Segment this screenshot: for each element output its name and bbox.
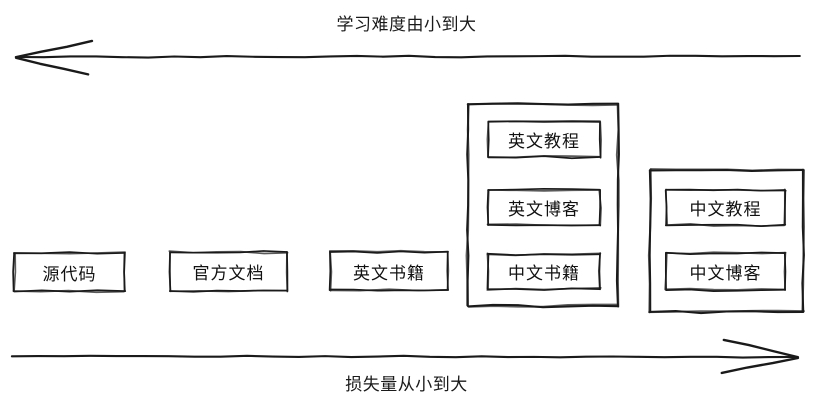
node-official-docs-edge <box>285 251 289 293</box>
node-chinese-books-edge <box>486 252 602 257</box>
node-chinese-books-edge <box>486 287 602 291</box>
node-english-tutorial[interactable] <box>488 122 600 157</box>
node-chinese-books-edge <box>486 252 490 290</box>
group-chinese-group-edge <box>647 168 653 314</box>
node-chinese-blog-edge <box>664 252 668 291</box>
node-english-books-edge <box>330 288 449 292</box>
node-english-books-edge <box>446 251 450 290</box>
group-english-group-edge <box>615 103 620 308</box>
node-official-docs-edge <box>168 251 172 293</box>
node-english-tutorial-edge <box>486 121 490 158</box>
node-chinese-blog[interactable] <box>666 253 785 290</box>
node-english-blog[interactable] <box>488 190 600 225</box>
node-english-tutorial-edge <box>599 120 602 159</box>
top-axis-label: 学习难度由小到大 <box>336 15 477 35</box>
node-english-tutorial-edge <box>488 155 601 159</box>
node-chinese-books-edge <box>597 252 601 289</box>
node-chinese-tutorial-edge <box>665 188 787 192</box>
node-chinese-blog-edge <box>665 251 787 255</box>
bottom-right-arrow <box>720 356 800 375</box>
node-english-books-edge <box>329 251 333 292</box>
node-official-docs-edge <box>169 289 288 293</box>
node-official-docs-edge <box>168 250 289 255</box>
node-english-books[interactable] <box>330 252 448 290</box>
node-english-blog-edge <box>488 189 601 192</box>
node-chinese-books[interactable] <box>488 254 600 289</box>
node-source-code[interactable] <box>14 253 125 291</box>
group-english-group-edge <box>465 103 470 307</box>
node-source-code-edge <box>123 252 126 292</box>
group-containers <box>465 102 805 315</box>
node-english-blog-edge <box>487 189 490 226</box>
node-chinese-tutorial-edge <box>783 188 786 226</box>
bottom-axis-label: 损失量从小到大 <box>345 375 468 395</box>
top-left-arrow <box>14 39 94 59</box>
node-chinese-blog-edge <box>665 287 786 291</box>
top-left-arrow <box>14 56 90 76</box>
node-english-blog-edge <box>598 190 602 227</box>
node-chinese-blog-edge <box>665 288 786 292</box>
node-boxes <box>12 120 787 294</box>
node-chinese-tutorial[interactable] <box>666 190 785 225</box>
group-chinese-group-edge <box>648 309 805 314</box>
node-chinese-blog-edge <box>783 251 787 291</box>
node-source-code-edge <box>13 251 126 255</box>
top-axis-line <box>17 54 801 59</box>
group-english-group-edge <box>466 102 619 107</box>
node-chinese-tutorial-edge <box>666 223 785 227</box>
node-english-books-edge <box>328 249 449 253</box>
bottom-axis-line <box>10 354 797 359</box>
group-chinese-group-edge <box>649 168 805 172</box>
group-english-group-edge <box>467 303 619 308</box>
group-chinese-group-edge <box>801 169 805 313</box>
node-chinese-tutorial-edge <box>665 188 669 226</box>
node-source-code-edge <box>13 253 17 291</box>
bottom-right-arrow <box>722 338 800 359</box>
node-english-blog-edge <box>486 223 601 227</box>
node-official-docs[interactable] <box>170 252 287 291</box>
node-source-code-edge <box>12 289 125 294</box>
node-source-code-edge <box>12 252 15 292</box>
axes-group <box>10 39 801 375</box>
